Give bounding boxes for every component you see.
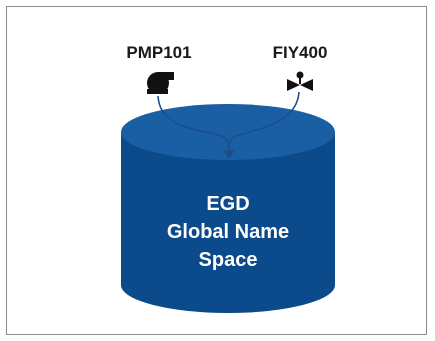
arrow-from-valve: [228, 91, 300, 153]
cylinder-body: [121, 132, 335, 313]
arrowhead: [223, 150, 235, 159]
device-label-fiy400: FIY400: [273, 43, 328, 62]
valve-icon: [287, 71, 313, 91]
cylinder-top: [121, 104, 335, 160]
database-title-line3: Space: [199, 249, 258, 271]
database-cylinder: [121, 104, 335, 313]
database-title-line2: Global Name: [167, 221, 289, 243]
arrow-from-pump: [157, 95, 230, 153]
database-title-line1: EGD: [206, 193, 249, 215]
device-label-pmp101: PMP101: [126, 43, 191, 62]
pump-icon: [147, 72, 174, 94]
flow-arrows: [157, 91, 300, 153]
